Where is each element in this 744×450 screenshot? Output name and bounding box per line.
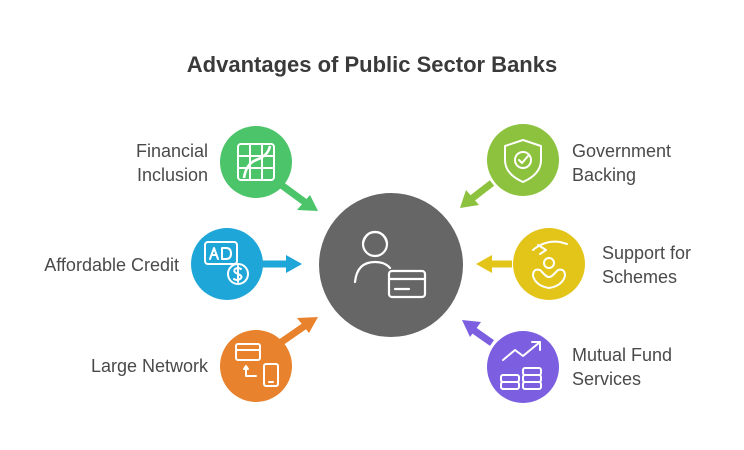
diagram-title: Advantages of Public Sector Banks (186, 52, 558, 77)
center-node (319, 193, 463, 337)
arrow-affordable-credit (262, 255, 302, 273)
label-line: Government (572, 141, 672, 161)
label-line: Services (572, 369, 642, 389)
node-support-for-schemes (513, 228, 585, 300)
helping-hand-icon (532, 240, 568, 289)
node-financial-inclusion (220, 126, 292, 198)
node-affordable-credit (191, 228, 263, 300)
label-financial-inclusion: Financial Inclusion (136, 139, 208, 187)
banker-with-card-icon (353, 230, 427, 299)
growth-coins-icon (500, 341, 542, 390)
shield-check-icon (504, 139, 542, 183)
map-grid-icon (237, 143, 275, 181)
arrow-mutual-fund-services (462, 320, 495, 346)
label-line: Inclusion (136, 165, 208, 185)
arrow-support-for-schemes (476, 255, 512, 273)
label-line: Large Network (90, 356, 208, 376)
label-line: Mutual Fund (572, 345, 673, 365)
label-line: Financial (135, 141, 208, 161)
label-line: Support for (602, 243, 692, 263)
label-government-backing: Government Backing (572, 139, 671, 187)
node-large-network (220, 330, 292, 402)
arrow-government-backing (460, 180, 495, 208)
label-support-for-schemes: Support for Schemes (602, 241, 691, 289)
arrow-financial-inclusion (277, 181, 318, 211)
node-mutual-fund-services (487, 331, 559, 403)
ad-dollar-icon (204, 241, 249, 285)
node-government-backing (487, 124, 559, 196)
label-line: Schemes (602, 267, 678, 287)
label-line: Affordable Credit (44, 255, 179, 275)
label-mutual-fund-services: Mutual Fund Services (572, 343, 672, 391)
label-line: Backing (572, 165, 637, 185)
label-affordable-credit: Affordable Credit (44, 253, 179, 277)
card-phone-transfer-icon (235, 343, 279, 387)
arrow-large-network (278, 317, 318, 346)
label-large-network: Large Network (91, 354, 208, 378)
